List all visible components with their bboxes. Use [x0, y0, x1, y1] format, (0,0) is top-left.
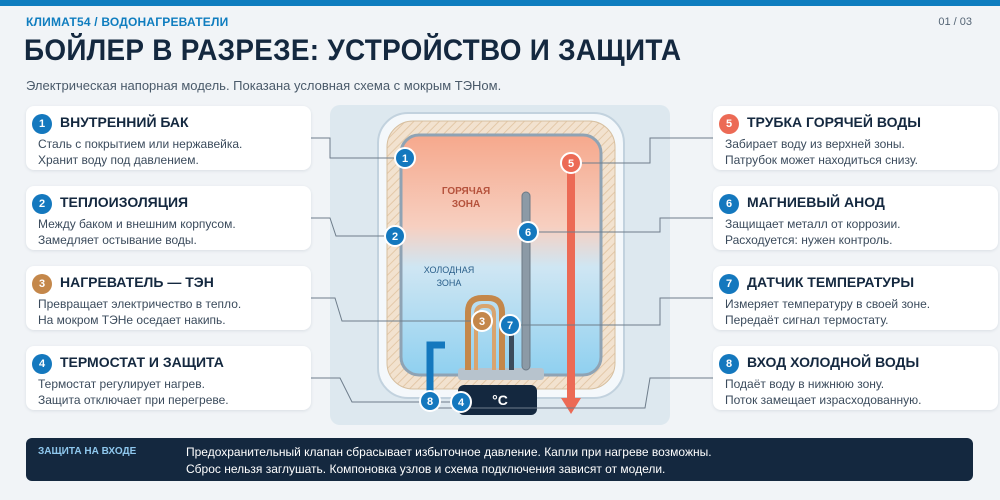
- temperature-sensor-probe: [509, 328, 514, 370]
- card-text-line2: Расходуется: нужен контроль.: [725, 233, 893, 247]
- card-number-badge: 7: [719, 274, 739, 294]
- svg-text:3: 3: [479, 316, 485, 328]
- marker-8: [419, 390, 441, 412]
- thermostat-label: °C: [492, 392, 508, 408]
- brand-breadcrumb: КЛИМАТ54 / ВОДОНАГРЕВАТЕЛИ: [26, 15, 229, 29]
- card-text-line2: На мокром ТЭНе оседает накипь.: [38, 313, 226, 327]
- card-text-line2: Хранит воду под давлением.: [38, 153, 199, 167]
- card-number-badge: 3: [32, 274, 52, 294]
- card-text-line1: Между баком и внешним корпусом.: [38, 217, 236, 231]
- leader-line-5: [580, 137, 713, 164]
- note-tag: ЗАЩИТА НА ВХОДЕ: [38, 446, 137, 457]
- card-number-badge: 6: [719, 194, 739, 214]
- leader-line-1: [311, 137, 397, 159]
- cold-zone-label-line2: ЗОНА: [437, 278, 462, 288]
- leader-line-8: [438, 377, 713, 409]
- card-number-badge: 2: [32, 194, 52, 214]
- leader-line-2: [311, 217, 386, 237]
- cold-zone-label-line1: ХОЛОДНАЯ: [424, 265, 474, 275]
- card-insulation: 2 ТЕПЛОИЗОЛЯЦИЯ Между баком и внешним ко…: [26, 186, 311, 250]
- card-title: ВНУТРЕННИЙ БАК: [60, 114, 189, 130]
- leader-line-3: [311, 297, 474, 322]
- card-text-line2: Защита отключает при перегреве.: [38, 393, 229, 407]
- card-text-line1: Превращает электричество в тепло.: [38, 297, 242, 311]
- card-title: НАГРЕВАТЕЛЬ — ТЭН: [60, 274, 214, 290]
- card-text-line1: Подаёт воду в нижнюю зону.: [725, 377, 885, 391]
- hot-zone-label-line1: ГОРЯЧАЯ: [442, 186, 490, 197]
- card-hot-water-pipe: 5 ТРУБКА ГОРЯЧЕЙ ВОДЫ Забирает воду из в…: [713, 106, 998, 170]
- card-text-line1: Забирает воду из верхней зоны.: [725, 137, 905, 151]
- svg-text:6: 6: [525, 227, 531, 239]
- bottom-flange: [458, 368, 544, 380]
- marker-1: [394, 147, 416, 169]
- inlet-protection-note: ЗАЩИТА НА ВХОДЕ Предохранительный клапан…: [26, 438, 973, 481]
- card-temperature-sensor: 7 ДАТЧИК ТЕМПЕРАТУРЫ Измеряет температур…: [713, 266, 998, 330]
- leader-line-7: [519, 297, 713, 326]
- card-title: ДАТЧИК ТЕМПЕРАТУРЫ: [747, 274, 915, 290]
- card-number-badge: 4: [32, 354, 52, 374]
- card-text-line2: Поток замещает израсходованную.: [725, 393, 922, 407]
- marker-5: [560, 152, 582, 174]
- card-text-line1: Термостат регулирует нагрев.: [38, 377, 205, 391]
- svg-text:8: 8: [427, 396, 433, 408]
- card-heater: 3 НАГРЕВАТЕЛЬ — ТЭН Превращает электриче…: [26, 266, 311, 330]
- card-text-line2: Передаёт сигнал термостату.: [725, 313, 889, 327]
- marker-3: [471, 310, 493, 332]
- marker-4: [450, 391, 472, 413]
- magnesium-anode: [521, 191, 531, 371]
- card-number-badge: 8: [719, 354, 739, 374]
- card-inner-tank: 1 ВНУТРЕННИЙ БАК Сталь с покрытием или н…: [26, 106, 311, 170]
- note-line2: Сброс нельзя заглушать. Компоновка узлов…: [186, 462, 666, 476]
- page-subtitle: Электрическая напорная модель. Показана …: [26, 78, 502, 93]
- card-text-line1: Измеряет температуру в своей зоне.: [725, 297, 931, 311]
- card-text-line2: Замедляет остывание воды.: [38, 233, 197, 247]
- card-title: ТЕПЛОИЗОЛЯЦИЯ: [60, 194, 189, 210]
- svg-text:5: 5: [568, 158, 574, 170]
- cold-water-pipe: [426, 341, 445, 405]
- top-accent-bar: [0, 0, 1000, 6]
- card-title: ВХОД ХОЛОДНОЙ ВОДЫ: [747, 354, 920, 370]
- marker-7: [499, 314, 521, 336]
- card-number-badge: 5: [719, 114, 739, 134]
- marker-6: [517, 221, 539, 243]
- card-text-line2: Патрубок может находиться снизу.: [725, 153, 918, 167]
- card-thermostat: 4 ТЕРМОСТАТ И ЗАЩИТА Термостат регулируе…: [26, 346, 311, 410]
- leader-line-6: [537, 217, 713, 233]
- svg-text:2: 2: [392, 231, 398, 243]
- card-magnesium-anode: 6 МАГНИЕВЫЙ АНОД Защищает металл от корр…: [713, 186, 998, 250]
- svg-text:7: 7: [507, 320, 513, 332]
- note-line1: Предохранительный клапан сбрасывает избы…: [186, 445, 712, 459]
- heating-element: [465, 295, 505, 370]
- card-text-line1: Сталь с покрытием или нержавейка.: [38, 137, 243, 151]
- card-cold-water-inlet: 8 ВХОД ХОЛОДНОЙ ВОДЫ Подаёт воду в нижню…: [713, 346, 998, 410]
- svg-text:1: 1: [402, 153, 408, 165]
- leader-line-4: [311, 377, 453, 403]
- svg-text:4: 4: [458, 397, 465, 409]
- card-number-badge: 1: [32, 114, 52, 134]
- card-title: МАГНИЕВЫЙ АНОД: [747, 194, 885, 210]
- marker-2: [384, 225, 406, 247]
- card-title: ТЕРМОСТАТ И ЗАЩИТА: [60, 354, 224, 370]
- page-title: БОЙЛЕР В РАЗРЕЗЕ: УСТРОЙСТВО И ЗАЩИТА: [24, 34, 682, 67]
- page-counter: 01 / 03: [938, 16, 972, 28]
- hot-zone-label-line2: ЗОНА: [452, 199, 480, 210]
- card-text-line1: Защищает металл от коррозии.: [725, 217, 901, 231]
- card-title: ТРУБКА ГОРЯЧЕЙ ВОДЫ: [747, 114, 921, 130]
- hot-water-arrow: [561, 398, 581, 414]
